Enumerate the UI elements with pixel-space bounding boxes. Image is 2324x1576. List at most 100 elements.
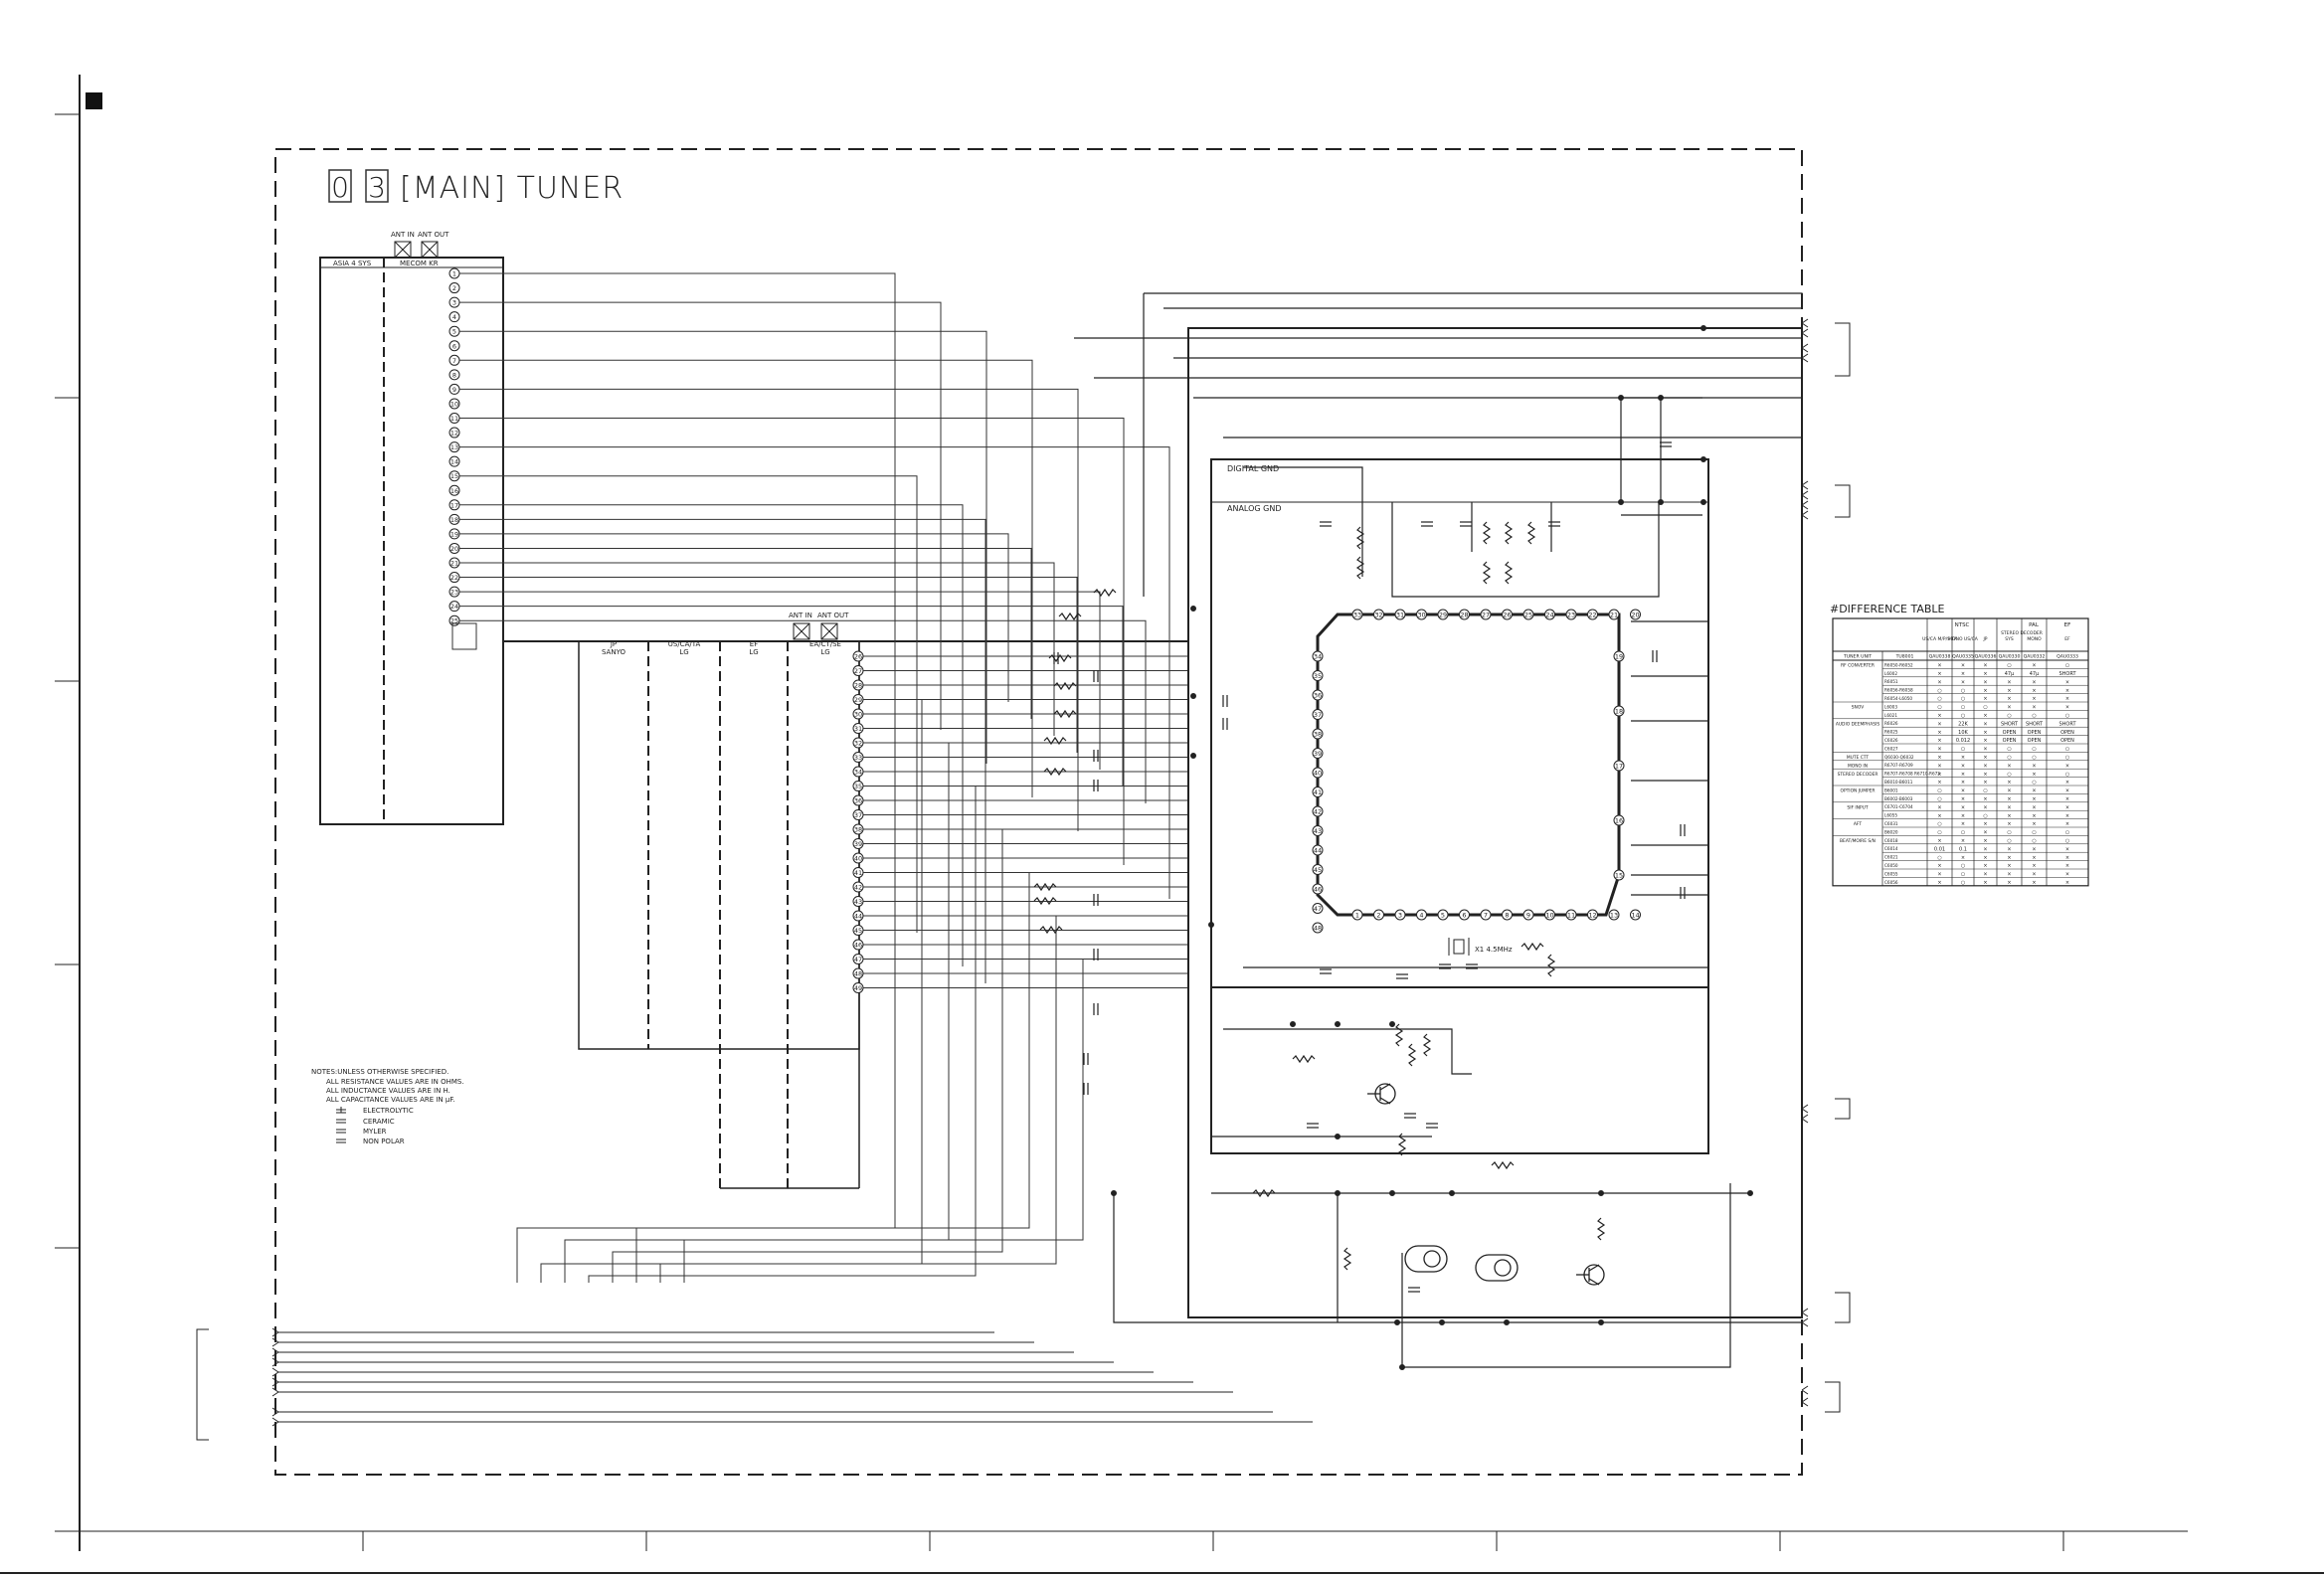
table-cell-10-5: ○ <box>2065 747 2069 753</box>
table-cell-24-1: ○ <box>1961 863 1965 869</box>
wire-left-3 <box>459 301 942 730</box>
ic-bottom-pin-12-label: 12 <box>1588 912 1596 920</box>
mid-pin-41-label: 41 <box>854 869 862 877</box>
capacitor-v-12 <box>1426 1123 1438 1129</box>
table-cell-13-0: × <box>1937 772 1941 778</box>
resistor-h-7 <box>1033 882 1057 892</box>
resistor-v-2 <box>1482 521 1492 545</box>
table-cell-18-2: ○ <box>1983 813 1987 819</box>
mid-pin-33: 33 <box>852 752 864 763</box>
ic-bottom-pin-7-label: 7 <box>1484 912 1488 920</box>
mid-pin-46-label: 46 <box>854 942 862 950</box>
right-arrow-0 <box>1801 318 1809 328</box>
table-cell-17-4: × <box>2032 804 2036 810</box>
right-arrow-9 <box>1801 1114 1809 1124</box>
left-pin-5-label: 5 <box>452 328 456 336</box>
ic-left-pin-37-label: 37 <box>1314 711 1322 719</box>
table-cell-3-3: × <box>2007 688 2011 694</box>
left-pin-18-label: 18 <box>450 516 458 524</box>
wiring-left <box>451 272 1170 983</box>
capacitor-h-2 <box>1093 750 1099 762</box>
ic-top-pin-24-label: 24 <box>1545 612 1553 619</box>
table-part-22: C6014 <box>1884 846 1898 851</box>
ic-bottom-pin-8: 8 <box>1502 909 1513 921</box>
table-cell-19-0: ○ <box>1937 821 1941 827</box>
resistor-v-8 <box>1407 1043 1417 1067</box>
table-cell-13-1: × <box>1961 772 1965 778</box>
notes-heading: NOTES:UNLESS OTHERWISE SPECIFIED. <box>311 1068 448 1076</box>
table-cell-7-2: × <box>1983 721 1987 727</box>
table-cell-9-2: × <box>1983 738 1987 744</box>
table-cell-15-3: × <box>2007 788 2011 794</box>
ic-bottom-pin-9: 9 <box>1522 909 1534 921</box>
ic-right-pin-15-label: 15 <box>1615 872 1623 880</box>
ic-bottom-pin-13: 13 <box>1608 909 1620 921</box>
table-cell-10-0: × <box>1937 747 1941 753</box>
table-model-0: TUNER UNIT <box>1843 654 1872 660</box>
right-arrow-1 <box>1801 328 1809 338</box>
table-cell-8-4: OPEN <box>2028 730 2042 736</box>
notes-line-1: ALL RESISTANCE VALUES ARE IN OHMS. <box>326 1078 464 1086</box>
mid-pin-35: 35 <box>852 781 864 791</box>
ic-top-pin-27-label: 27 <box>1482 612 1490 619</box>
table-cell-2-5: × <box>2065 679 2069 685</box>
table-part-19: C6031 <box>1884 821 1898 826</box>
table-cell-23-2: × <box>1983 855 1987 861</box>
left-pin-25-label: 25 <box>450 617 458 625</box>
bottom-arrow-1 <box>271 1337 1034 1347</box>
wire-left-22 <box>459 577 1078 753</box>
ic-left-pin-47: 47 <box>1312 903 1324 914</box>
capacitor-v-5 <box>1320 968 1332 974</box>
ant-in-label-2: ANT IN <box>789 612 812 619</box>
table-cell-1-5: SHORT <box>2058 671 2076 677</box>
table-cell-22-0: 0.01 <box>1934 846 1945 852</box>
table-part-4: R6054-L6050 <box>1884 696 1912 701</box>
main-section-frame <box>1187 327 1803 1318</box>
table-part-1: L6002 <box>1884 671 1897 676</box>
pin-column-left: 1234567891011121314151617181920212223242… <box>448 267 460 626</box>
table-cell-26-3: × <box>2007 880 2011 886</box>
table-cell-16-0: ○ <box>1937 796 1941 802</box>
table-cell-11-1: × <box>1961 755 1965 761</box>
table-cell-15-0: ○ <box>1937 788 1941 794</box>
ic-bottom-pin-11-label: 11 <box>1567 912 1575 920</box>
ic-left-pin-45-label: 45 <box>1314 866 1322 874</box>
ic-top-pin-23: 23 <box>1565 609 1577 620</box>
left-pin-13: 13 <box>448 441 460 453</box>
wire-mid-drop-44 <box>659 916 1057 1283</box>
table-sub-header-2: JP <box>1982 636 1987 642</box>
left-pin-9: 9 <box>448 383 460 395</box>
resistor-v-6 <box>1504 561 1514 585</box>
module-us-maker: LG <box>679 648 688 656</box>
table-cell-22-5: × <box>2065 846 2069 852</box>
table-cell-17-0: × <box>1937 804 1941 810</box>
ant-in-label: ANT IN <box>391 231 415 239</box>
mid-pin-37: 37 <box>852 809 864 820</box>
wire-mid-drop-32 <box>564 743 950 1283</box>
table-cell-21-0: × <box>1937 838 1941 844</box>
table-cell-6-2: × <box>1983 713 1987 719</box>
ic-bottom-pin-6: 6 <box>1459 909 1470 921</box>
left-pin-12-label: 12 <box>450 430 458 438</box>
table-cell-4-5: × <box>2065 696 2069 702</box>
components <box>1033 292 1803 1370</box>
table-model-4: QAU0336 <box>1975 654 1997 660</box>
left-pin-25: 25 <box>448 614 460 626</box>
ic-right-pin-16-label: 16 <box>1615 817 1623 825</box>
ic-bottom-pin-6-label: 6 <box>1462 912 1466 920</box>
mid-pin-34: 34 <box>852 766 864 778</box>
table-cell-14-0: × <box>1937 780 1941 786</box>
capacitor-v-9 <box>1307 1123 1319 1129</box>
resistor-h-5 <box>1043 736 1067 746</box>
mid-pin-45-label: 45 <box>854 927 862 935</box>
mid-pin-29-label: 29 <box>854 696 862 704</box>
left-pin-4-label: 4 <box>452 313 456 321</box>
capacitor-h-5 <box>1093 949 1099 961</box>
table-cell-19-2: × <box>1983 821 1987 827</box>
table-cell-16-3: × <box>2007 796 2011 802</box>
table-cell-1-1: × <box>1961 671 1965 677</box>
ic-bottom-pin-8-label: 8 <box>1505 912 1509 920</box>
module-us-label: US/CA/TA <box>668 640 701 648</box>
bottom-arrow-4 <box>271 1367 1154 1377</box>
table-cell-24-5: × <box>2065 863 2069 869</box>
